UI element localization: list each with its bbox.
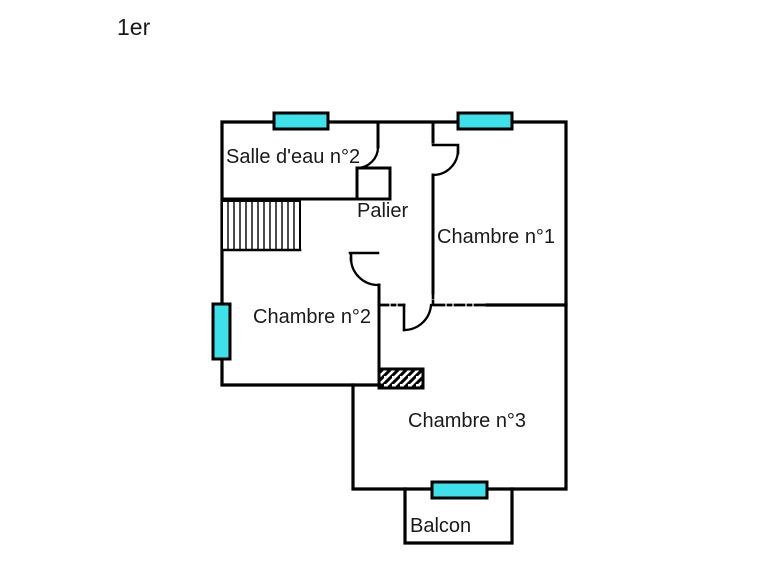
room-label-chambre3: Chambre n°3 bbox=[408, 410, 527, 432]
room-label-chambre2: Chambre n°2 bbox=[253, 306, 372, 328]
chambre3-door-arc bbox=[402, 303, 433, 332]
window-top-right bbox=[456, 111, 514, 131]
room-label-palier: Palier bbox=[357, 200, 409, 222]
room-label-salle-deau: Salle d'eau n°2 bbox=[226, 146, 361, 168]
balcony-wall bbox=[403, 487, 514, 545]
window-balcony bbox=[430, 480, 489, 500]
chambre1-door-arc bbox=[431, 148, 460, 177]
staircase-treads bbox=[227, 200, 295, 251]
salle-deau-door-arc bbox=[355, 145, 380, 170]
chimney-duct-hatched bbox=[377, 367, 425, 390]
window-left bbox=[211, 302, 232, 361]
window-top-left bbox=[272, 111, 330, 131]
chambre1-door-leaf bbox=[431, 143, 460, 155]
chambre2-door-leaf bbox=[348, 251, 380, 262]
chambre2-door-arc bbox=[349, 256, 380, 287]
exterior-wall bbox=[220, 120, 568, 491]
wall-group bbox=[211, 111, 568, 545]
room-label-chambre1: Chambre n°1 bbox=[437, 226, 556, 248]
salle-deau-wall bbox=[220, 166, 392, 201]
room-label-balcon: Balcon bbox=[410, 515, 472, 537]
floor-title: 1er bbox=[117, 14, 151, 40]
